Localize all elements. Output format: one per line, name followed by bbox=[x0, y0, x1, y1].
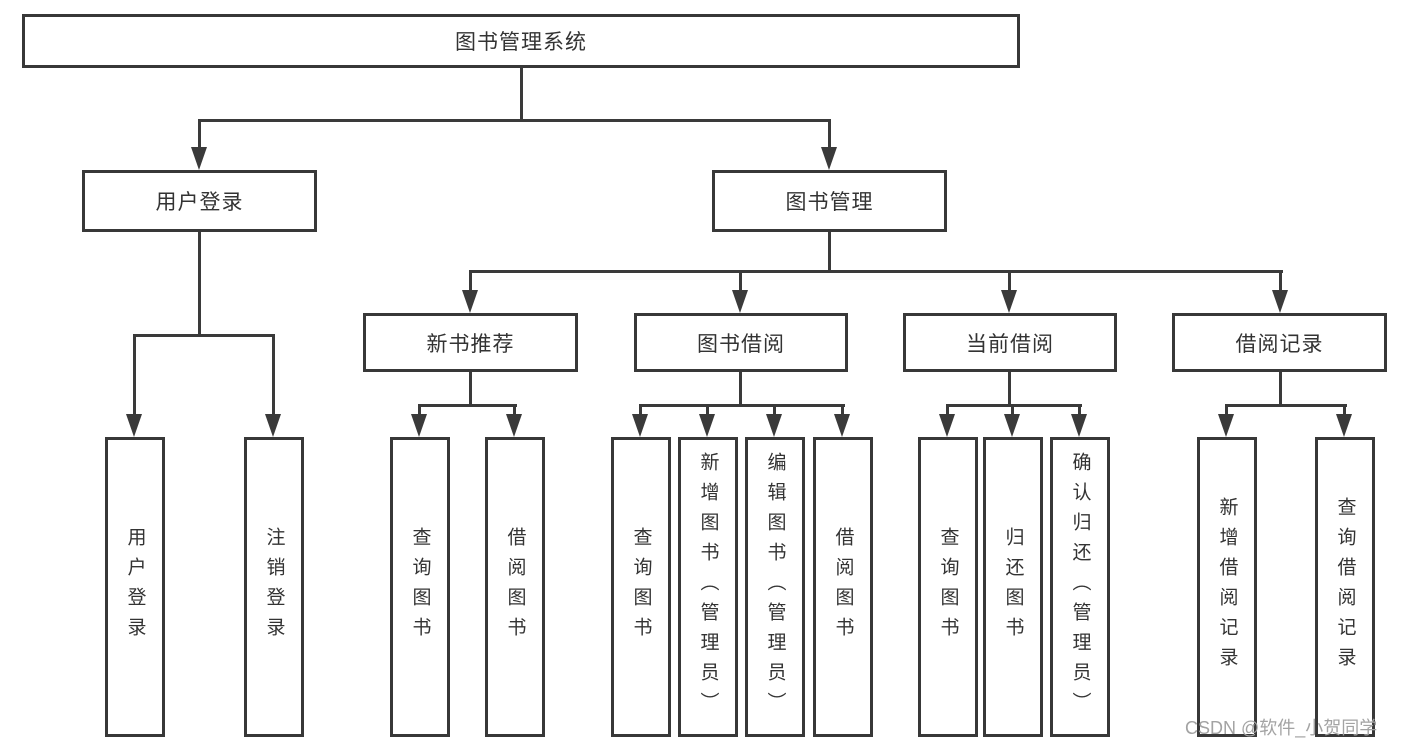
leaf-add-borrow-record: 新增借阅记录 bbox=[1197, 437, 1257, 737]
arrowhead-down bbox=[1071, 414, 1087, 437]
node-book-borrowing: 图书借阅 bbox=[634, 313, 848, 372]
arrowhead-down bbox=[1336, 414, 1352, 437]
connector-line bbox=[1343, 404, 1346, 418]
connector-line bbox=[198, 119, 831, 122]
connector-line bbox=[513, 404, 516, 418]
connector-line bbox=[1279, 270, 1282, 294]
leaf-borrow-books-recommend: 借阅图书 bbox=[485, 437, 545, 737]
connector-line bbox=[272, 334, 275, 418]
arrowhead-down bbox=[699, 414, 715, 437]
leaf-return-books-label: 归还图书 bbox=[1002, 527, 1024, 647]
connector-line bbox=[1008, 270, 1011, 294]
node-borrowing-records-label: 借阅记录 bbox=[1235, 332, 1324, 356]
arrowhead-down bbox=[1001, 290, 1017, 313]
arrowhead-down bbox=[411, 414, 427, 437]
connector-line bbox=[773, 404, 776, 418]
node-root-label: 图书管理系统 bbox=[455, 31, 587, 54]
leaf-add-borrow-record-label: 新增借阅记录 bbox=[1216, 497, 1238, 677]
connector-line bbox=[828, 119, 831, 151]
leaf-query-books-current: 查询图书 bbox=[918, 437, 978, 737]
arrowhead-down bbox=[462, 290, 478, 313]
leaf-confirm-return-admin: 确认归还（管理员） bbox=[1050, 437, 1110, 737]
connector-line bbox=[946, 404, 949, 418]
connector-line bbox=[418, 404, 421, 418]
connector-line bbox=[133, 334, 136, 418]
connector-line bbox=[706, 404, 709, 418]
arrowhead-down bbox=[632, 414, 648, 437]
node-current-borrowing-label: 当前借阅 bbox=[966, 332, 1054, 356]
leaf-query-borrow-record: 查询借阅记录 bbox=[1315, 437, 1375, 737]
connector-line bbox=[418, 404, 517, 407]
leaf-query-borrow-record-label: 查询借阅记录 bbox=[1334, 497, 1356, 677]
connector-line bbox=[520, 67, 523, 120]
arrowhead-down bbox=[939, 414, 955, 437]
connector-line bbox=[133, 334, 275, 337]
arrowhead-down bbox=[191, 147, 207, 170]
arrowhead-down bbox=[834, 414, 850, 437]
connector-line bbox=[469, 270, 472, 294]
node-current-borrowing: 当前借阅 bbox=[903, 313, 1117, 372]
leaf-confirm-return-admin-label: 确认归还（管理员） bbox=[1069, 452, 1091, 722]
connector-line bbox=[739, 270, 742, 294]
arrowhead-down bbox=[821, 147, 837, 170]
connector-line bbox=[946, 404, 1082, 407]
arrowhead-down bbox=[732, 290, 748, 313]
leaf-borrow-books-borrowing: 借阅图书 bbox=[813, 437, 873, 737]
leaf-query-books-borrowing: 查询图书 bbox=[611, 437, 671, 737]
connector-line bbox=[739, 372, 742, 407]
connector-line bbox=[639, 404, 845, 407]
connector-line bbox=[1011, 404, 1014, 418]
connector-line bbox=[469, 270, 1283, 273]
node-book-management-label: 图书管理 bbox=[785, 191, 874, 214]
csdn-watermark: CSDN @软件_小贺同学 bbox=[1185, 718, 1378, 738]
leaf-return-books: 归还图书 bbox=[983, 437, 1043, 737]
leaf-query-books-recommend-label: 查询图书 bbox=[409, 527, 431, 647]
connector-line bbox=[841, 404, 844, 418]
leaf-logout-label: 注销登录 bbox=[263, 527, 285, 647]
leaf-query-books-recommend: 查询图书 bbox=[390, 437, 450, 737]
arrowhead-down bbox=[265, 414, 281, 437]
connector-line bbox=[1225, 404, 1347, 407]
node-user-login: 用户登录 bbox=[82, 170, 317, 232]
node-book-borrowing-label: 图书借阅 bbox=[697, 332, 785, 356]
arrowhead-down bbox=[506, 414, 522, 437]
node-root: 图书管理系统 bbox=[22, 14, 1020, 68]
arrowhead-down bbox=[766, 414, 782, 437]
leaf-query-books-current-label: 查询图书 bbox=[937, 527, 959, 647]
leaf-logout: 注销登录 bbox=[244, 437, 304, 737]
connector-line bbox=[1225, 404, 1228, 418]
leaf-query-books-borrowing-label: 查询图书 bbox=[630, 527, 652, 647]
leaf-add-book-admin-label: 新增图书（管理员） bbox=[697, 452, 719, 722]
connector-line bbox=[1008, 372, 1011, 407]
arrowhead-down bbox=[126, 414, 142, 437]
node-new-book-recommendation: 新书推荐 bbox=[363, 313, 578, 372]
connector-line bbox=[198, 232, 201, 337]
connector-line bbox=[1279, 372, 1282, 407]
node-book-management: 图书管理 bbox=[712, 170, 947, 232]
leaf-add-book-admin: 新增图书（管理员） bbox=[678, 437, 738, 737]
leaf-edit-book-admin-label: 编辑图书（管理员） bbox=[764, 452, 786, 722]
connector-line bbox=[469, 372, 472, 407]
node-user-login-label: 用户登录 bbox=[155, 191, 244, 214]
leaf-user-login: 用户登录 bbox=[105, 437, 165, 737]
leaf-borrow-books-recommend-label: 借阅图书 bbox=[504, 527, 526, 647]
connector-line bbox=[828, 232, 831, 273]
connector-line bbox=[1078, 404, 1081, 418]
arrowhead-down bbox=[1004, 414, 1020, 437]
leaf-edit-book-admin: 编辑图书（管理员） bbox=[745, 437, 805, 737]
connector-line bbox=[198, 119, 201, 151]
node-new-book-recommendation-label: 新书推荐 bbox=[426, 332, 515, 356]
leaf-user-login-label: 用户登录 bbox=[124, 527, 146, 647]
arrowhead-down bbox=[1218, 414, 1234, 437]
node-borrowing-records: 借阅记录 bbox=[1172, 313, 1387, 372]
leaf-borrow-books-borrowing-label: 借阅图书 bbox=[832, 527, 854, 647]
arrowhead-down bbox=[1272, 290, 1288, 313]
connector-line bbox=[639, 404, 642, 418]
